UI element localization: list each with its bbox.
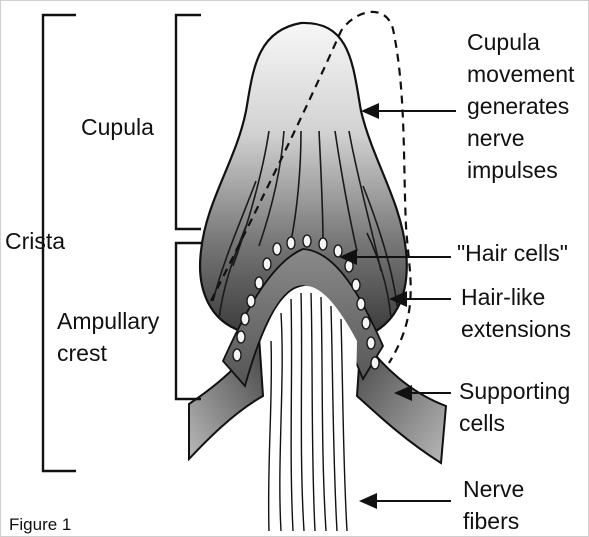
label-supporting-1: Supporting	[459, 377, 570, 405]
label-nerve-1: Nerve	[463, 475, 524, 503]
label-ampullary: Ampullary	[57, 307, 159, 335]
label-supporting-2: cells	[459, 409, 505, 437]
label-cupula-movement-4: nerve	[467, 124, 525, 152]
label-crest: crest	[57, 339, 107, 367]
label-hair-cells: "Hair cells"	[457, 239, 568, 267]
label-cupula-movement-1: Cupula	[467, 28, 540, 56]
label-cupula-movement-3: generates	[467, 92, 569, 120]
label-hair-like-2: extensions	[461, 315, 571, 343]
label-hair-like-1: Hair-like	[461, 283, 545, 311]
figure-caption: Figure 1	[9, 515, 71, 535]
brackets	[43, 15, 201, 471]
cupula-bracket	[176, 15, 201, 229]
label-cupula: Cupula	[81, 113, 154, 141]
label-cupula-movement-2: movement	[467, 60, 574, 88]
label-cupula-movement-5: impulses	[467, 156, 558, 184]
label-crista: Crista	[5, 227, 65, 255]
label-nerve-2: fibers	[463, 507, 519, 535]
ampullary-crest-bracket	[176, 243, 201, 399]
